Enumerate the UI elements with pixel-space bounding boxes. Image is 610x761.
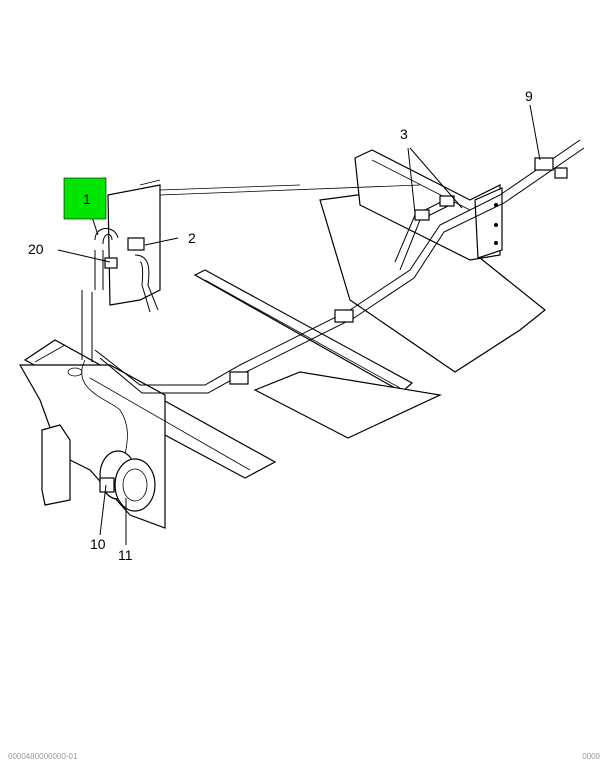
horn-assembly: [99, 450, 156, 512]
callout-1-highlight: [63, 177, 107, 220]
footer-left: 0000480000000-01: [8, 752, 78, 761]
callout-2[interactable]: 2: [188, 230, 196, 246]
clamps: [104, 157, 568, 385]
callout-11[interactable]: 11: [118, 547, 133, 563]
callout-3[interactable]: 3: [400, 126, 408, 142]
callout-1[interactable]: 1: [83, 191, 91, 207]
callout-20[interactable]: 20: [28, 241, 44, 257]
callout-9[interactable]: 9: [525, 88, 533, 104]
callouts: 1 2 3 9 10 11 20: [28, 88, 533, 563]
footer-right: 0000: [582, 752, 600, 761]
callout-10[interactable]: 10: [90, 536, 106, 552]
leader-lines: [57, 104, 541, 545]
